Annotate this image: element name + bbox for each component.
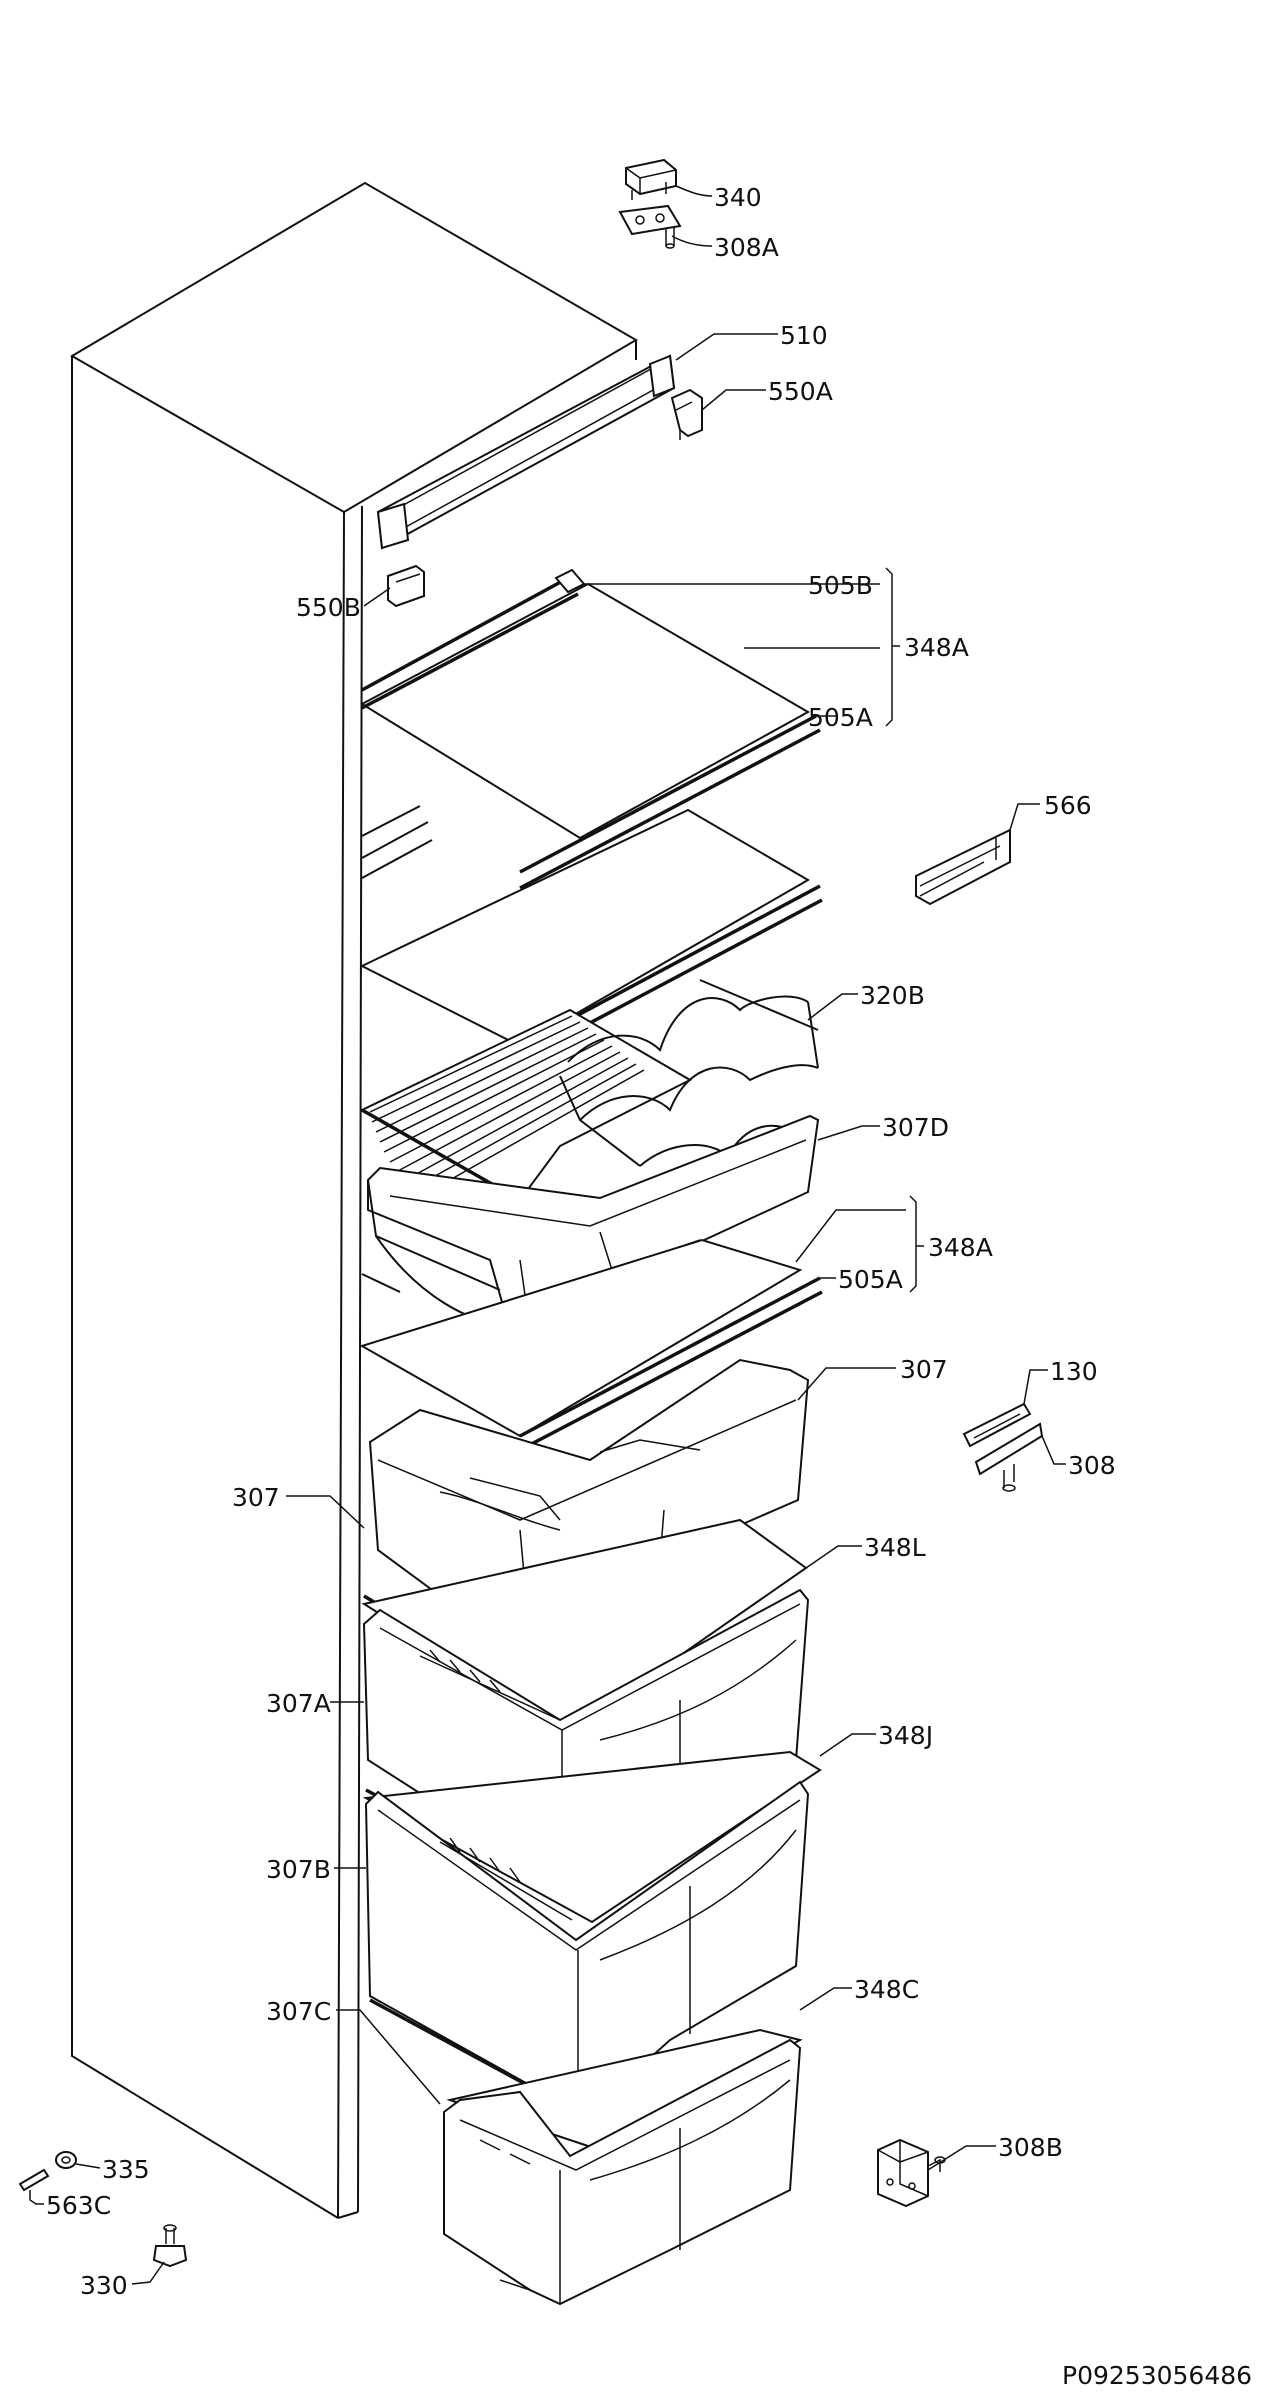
label-563c: 563C [46,2191,111,2220]
glass-shelf-top [359,568,821,890]
label-505b: 505B [808,571,873,600]
label-308: 308 [1068,1451,1116,1480]
label-505a-top: 505A [808,703,873,732]
trim-clip-left [387,564,425,608]
middle-hinge [962,1402,1044,1492]
bottom-hinge [877,2138,946,2208]
bushing [55,2151,77,2169]
label-566: 566 [1044,791,1092,820]
label-348a-top: 348A [904,633,969,662]
trim-clip-right [670,388,703,440]
drawer-307c [443,2038,802,2306]
label-307b: 307B [266,1855,331,1884]
label-340: 340 [714,183,762,212]
top-hinge [618,204,682,249]
label-320b: 320B [860,981,925,1010]
label-550b: 550B [296,593,361,622]
label-308b: 308B [998,2133,1063,2162]
label-330: 330 [80,2271,128,2300]
label-505a-mid: 505A [838,1265,903,1294]
label-348a-mid: 348A [928,1233,993,1262]
top-hinge-cover [625,158,677,200]
top-trim [376,354,676,550]
adjustable-foot [152,2224,188,2268]
glass-shelf-middle [359,1238,823,1452]
label-348l: 348L [864,1533,926,1562]
label-510: 510 [780,321,828,350]
label-307-left: 307 [232,1483,280,1512]
label-307d: 307D [882,1113,949,1142]
label-307-right: 307 [900,1355,948,1384]
cabinet-body [70,181,638,2219]
pin [18,2168,50,2192]
label-307c: 307C [266,1997,331,2026]
label-348c: 348C [854,1975,919,2004]
label-130: 130 [1050,1357,1098,1386]
label-348j: 348J [878,1721,933,1750]
label-550a: 550A [768,377,833,406]
shelf-guide [915,828,1011,906]
label-307a: 307A [266,1689,331,1718]
document-code: P09253056486 [1062,2361,1252,2390]
label-308a: 308A [714,233,779,262]
leader-lines [29,185,1066,2285]
callout-labels: 340 308A 510 550A 550B 505B 348A 505A 56… [46,183,1116,2300]
label-335: 335 [102,2155,150,2184]
drawer-top-shallow [367,1114,820,1344]
